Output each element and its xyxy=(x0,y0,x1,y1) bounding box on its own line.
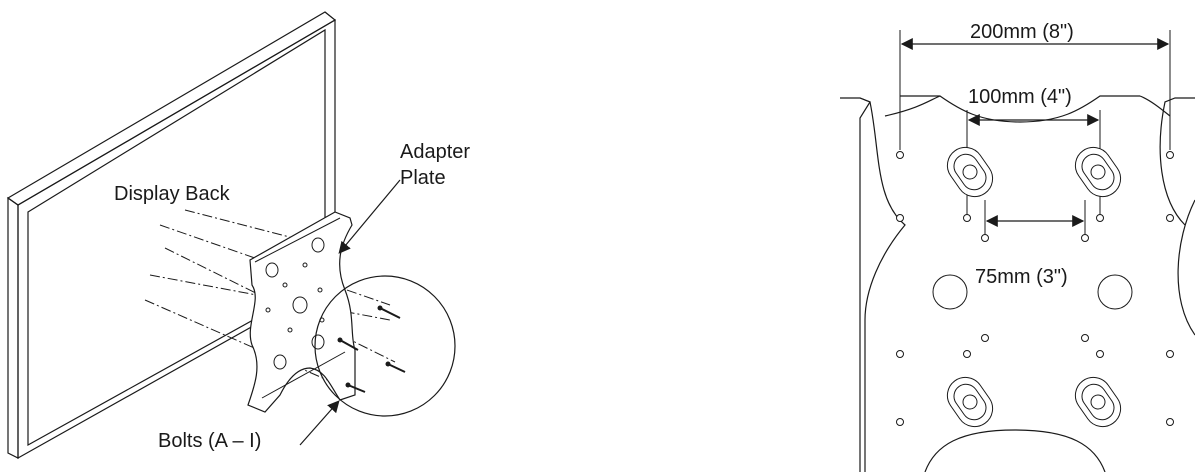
mounting-holes xyxy=(896,151,1174,426)
adapter-plate-label-line1: Adapter xyxy=(400,141,470,163)
bolts-arrow xyxy=(299,400,340,446)
adapter-plate xyxy=(247,211,356,413)
extension-lines xyxy=(899,30,1171,235)
display-back xyxy=(6,11,337,460)
bolts-label: Bolts (A – I) xyxy=(158,430,261,452)
large-hole-right xyxy=(1097,274,1133,310)
adapter-plate-label-line2: Plate xyxy=(400,167,446,189)
slot-boss-top-right xyxy=(1074,146,1122,198)
dimension-75-label: 75mm (3") xyxy=(975,266,1068,288)
installation-diagram: Display Back Adapter Plate Bolts (A – I) xyxy=(6,11,470,460)
bolt xyxy=(345,382,366,393)
display-back-label: Display Back xyxy=(114,183,231,205)
dimension-200-label: 200mm (8") xyxy=(970,21,1074,43)
adapter-plate-arrow xyxy=(338,179,401,254)
vesa-pattern-diagram: 200mm (8") 100mm (4") 75mm (3") xyxy=(840,21,1195,472)
bolt xyxy=(377,305,401,319)
large-hole-left xyxy=(932,274,968,310)
bolt xyxy=(385,361,406,373)
dimension-100-label: 100mm (4") xyxy=(968,86,1072,108)
bolt xyxy=(337,337,359,351)
plate-outline xyxy=(840,95,1195,472)
bolt-detail-circle xyxy=(314,275,456,417)
slot-boss-top-left xyxy=(946,146,994,198)
slot-boss-bottom-left xyxy=(946,376,994,428)
slot-boss-bottom-right xyxy=(1074,376,1122,428)
